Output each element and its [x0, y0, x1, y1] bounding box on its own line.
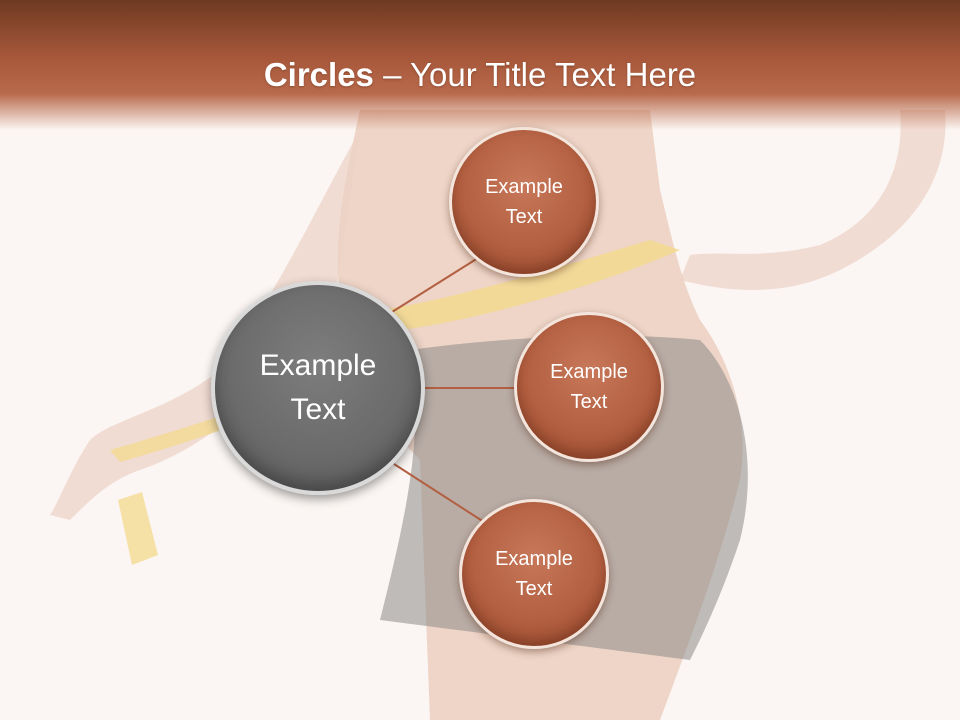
- top-circle[interactable]: Example Text: [449, 127, 599, 277]
- slide-title-rest: – Your Title Text Here: [373, 56, 697, 93]
- measuring-tape-hanging-shape: [118, 492, 158, 565]
- center-circle-label: Example Text: [259, 349, 377, 426]
- left-arm-shape: [50, 130, 360, 520]
- bottom-circle[interactable]: Example Text: [459, 499, 609, 649]
- connector-top: [391, 257, 479, 313]
- slide-title-bold: Circles: [263, 56, 374, 93]
- middle-circle-label: Example Text: [550, 361, 628, 413]
- top-circle-label: Example Text: [485, 176, 563, 228]
- measuring-tape-shape: [380, 240, 680, 330]
- center-circle[interactable]: Example Text: [211, 281, 425, 495]
- right-arm-shape: [680, 110, 946, 290]
- title-bar: [0, 0, 960, 130]
- middle-circle[interactable]: Example Text: [514, 312, 664, 462]
- bottom-circle-label: Example Text: [495, 548, 573, 600]
- connector-bottom: [393, 463, 485, 523]
- slide-title: Circles – Your Title Text Here: [0, 52, 960, 98]
